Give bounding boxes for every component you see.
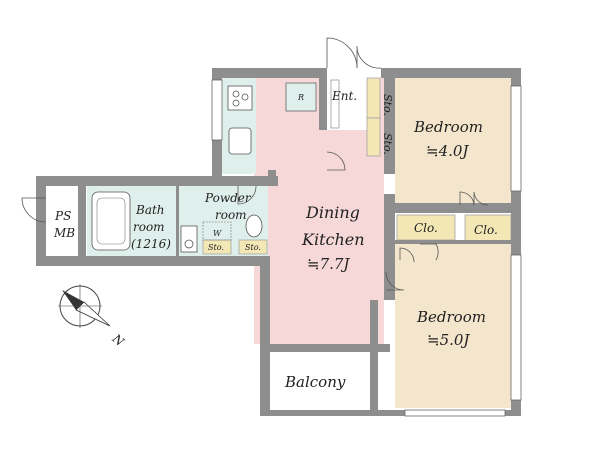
powder-room-label-line1: Powder	[204, 191, 252, 205]
burner-icon	[232, 90, 240, 98]
dining-extension-floor	[270, 170, 384, 344]
closet-1-label: Clo.	[414, 221, 438, 235]
bathroom-label-line2: room	[133, 220, 165, 234]
bedroom-1-area: ≒4.0J	[426, 142, 469, 160]
burner-icon	[232, 99, 240, 107]
bathtub-icon	[91, 191, 131, 251]
powder-storage-2-label: Sto.	[245, 243, 261, 252]
entrance-shoe-cabinet-icon	[330, 79, 340, 129]
dining-kitchen-label-line2: Kitchen	[301, 230, 365, 249]
dining-kitchen-area: ≒7.7J	[307, 255, 350, 273]
bedroom-1-label: Bedroom	[413, 118, 483, 136]
powder-storage-1-label: Sto.	[208, 243, 224, 252]
bedroom-2-area: ≒5.0J	[427, 331, 470, 349]
windows	[211, 79, 522, 417]
burner-icon	[241, 93, 249, 101]
toilet-icon	[245, 214, 263, 238]
bedroom-1-floor	[395, 78, 511, 203]
closet-2-label: Clo.	[474, 223, 498, 237]
entrance-floor	[327, 78, 367, 130]
bathtub-basin-icon	[96, 197, 126, 245]
closet-1	[396, 214, 456, 241]
compass-icon	[58, 284, 111, 328]
entrance-storage-1-label: Sto.	[381, 94, 394, 116]
bedroom-2-label: Bedroom	[416, 308, 486, 326]
stove-icon	[227, 85, 253, 111]
refrigerator-label: R	[297, 93, 304, 102]
bathroom-size: (1216)	[131, 237, 171, 251]
powder-room-label-line2: room	[215, 208, 247, 222]
entrance-storage-2	[366, 117, 381, 157]
doors	[21, 37, 489, 291]
washing-machine-area-icon	[202, 221, 232, 241]
ps-mb-label-line1: PS	[54, 209, 71, 223]
entrance-label: Ent.	[331, 89, 357, 103]
compass-north-label: N	[109, 331, 127, 349]
drain-icon	[184, 239, 194, 249]
refrigerator-icon	[285, 82, 317, 112]
entrance-storage-1	[366, 77, 381, 119]
balcony-floor	[272, 352, 370, 410]
washer-label: W	[213, 229, 222, 238]
balcony-label: Balcony	[284, 373, 346, 391]
entrance-storage-2-label: Sto.	[381, 133, 394, 155]
bedroom-2-floor	[395, 244, 511, 408]
bathroom-label-line1: Bath	[135, 203, 165, 217]
powder-storage-2	[238, 239, 268, 255]
dining-kitchen-label-line1: Dining	[305, 203, 360, 222]
ps-mb-floor	[46, 196, 78, 256]
kitchen-sink-icon	[228, 127, 252, 155]
ps-mb-label-line2: MB	[53, 226, 75, 240]
